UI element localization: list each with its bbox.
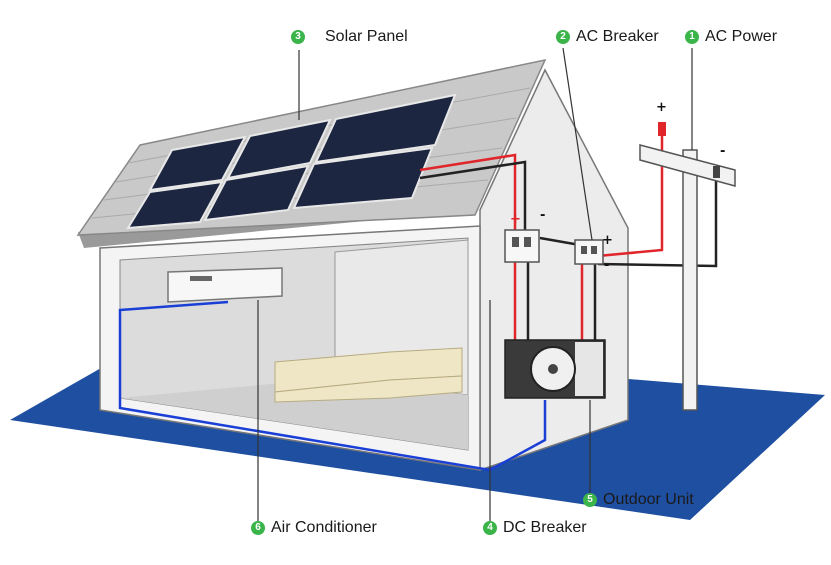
utility-pole — [639, 122, 736, 411]
ac-breaker-box — [574, 239, 604, 265]
number-badge: 4 — [483, 521, 497, 535]
indoor-ac-unit — [167, 267, 283, 303]
outdoor-ac-unit — [504, 339, 606, 399]
dc-wiring — [419, 130, 718, 340]
number-badge: 6 — [251, 521, 265, 535]
minus-sign: - — [604, 258, 610, 273]
plus-sign: + — [602, 233, 613, 248]
number-badge: 3 — [291, 30, 305, 44]
plus-sign: + — [510, 212, 521, 227]
minus-sign: - — [540, 208, 546, 223]
leader-lines — [257, 47, 693, 525]
label-ac-breaker: 2 AC Breaker — [556, 28, 659, 46]
number-badge: 5 — [583, 493, 597, 507]
label-air-conditioner: 6 Air Conditioner — [251, 519, 377, 537]
number-badge: 2 — [556, 30, 570, 44]
label-text: Solar Panel — [325, 28, 408, 45]
solar-panels — [126, 93, 457, 230]
label-outdoor-unit: 5 Outdoor Unit — [583, 491, 694, 509]
dc-breaker-box — [504, 229, 540, 263]
label-text: Outdoor Unit — [603, 491, 694, 508]
label-dc-breaker: 4 DC Breaker — [483, 519, 587, 537]
number-badge: 1 — [685, 30, 699, 44]
label-text: AC Power — [705, 28, 778, 45]
label-text: Air Conditioner — [271, 519, 377, 536]
label-text: AC Breaker — [576, 28, 659, 45]
label-solar-panel: 3 Solar Panel — [291, 28, 408, 46]
minus-sign: - — [720, 144, 726, 159]
sofa — [274, 347, 463, 403]
label-ac-power: 1 AC Power — [685, 28, 777, 46]
plus-sign: + — [656, 100, 667, 115]
ac-wiring — [118, 300, 547, 472]
label-text: DC Breaker — [503, 519, 587, 536]
